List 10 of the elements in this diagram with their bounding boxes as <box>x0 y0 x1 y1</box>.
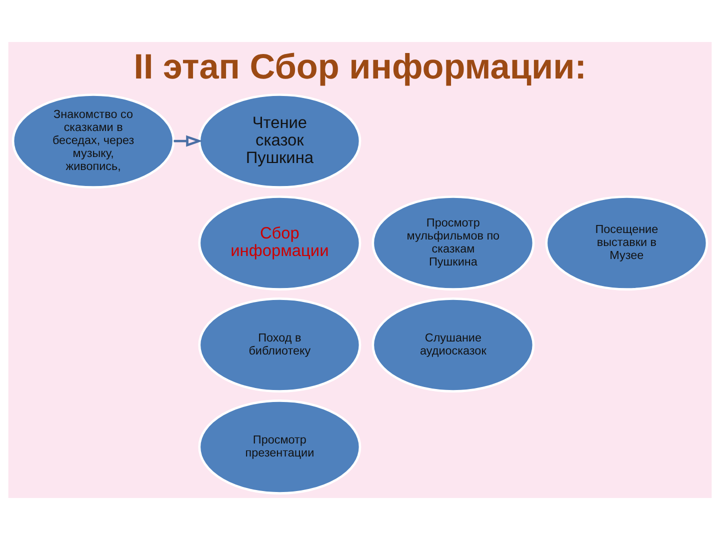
node-ellipse: Знакомство со сказками в беседах, через музыку, живопись, <box>12 94 175 189</box>
node-ellipse: Поход в библиотеку <box>198 298 362 392</box>
diagram-title: II этап Сбор информации: <box>134 47 586 86</box>
node-ellipse: Просмотр презентации <box>198 400 362 494</box>
node-ellipse: Слушание аудиосказок <box>372 298 535 392</box>
node-ellipse: Просмотр мульфильмов по сказкам Пушкина <box>372 196 535 291</box>
node-ellipse: Чтение сказок Пушкина <box>198 94 362 189</box>
node-ellipse: Сбор информации <box>198 196 362 291</box>
node-ellipse: Посещение выставки в Музее <box>545 196 708 291</box>
arrow <box>174 135 203 147</box>
